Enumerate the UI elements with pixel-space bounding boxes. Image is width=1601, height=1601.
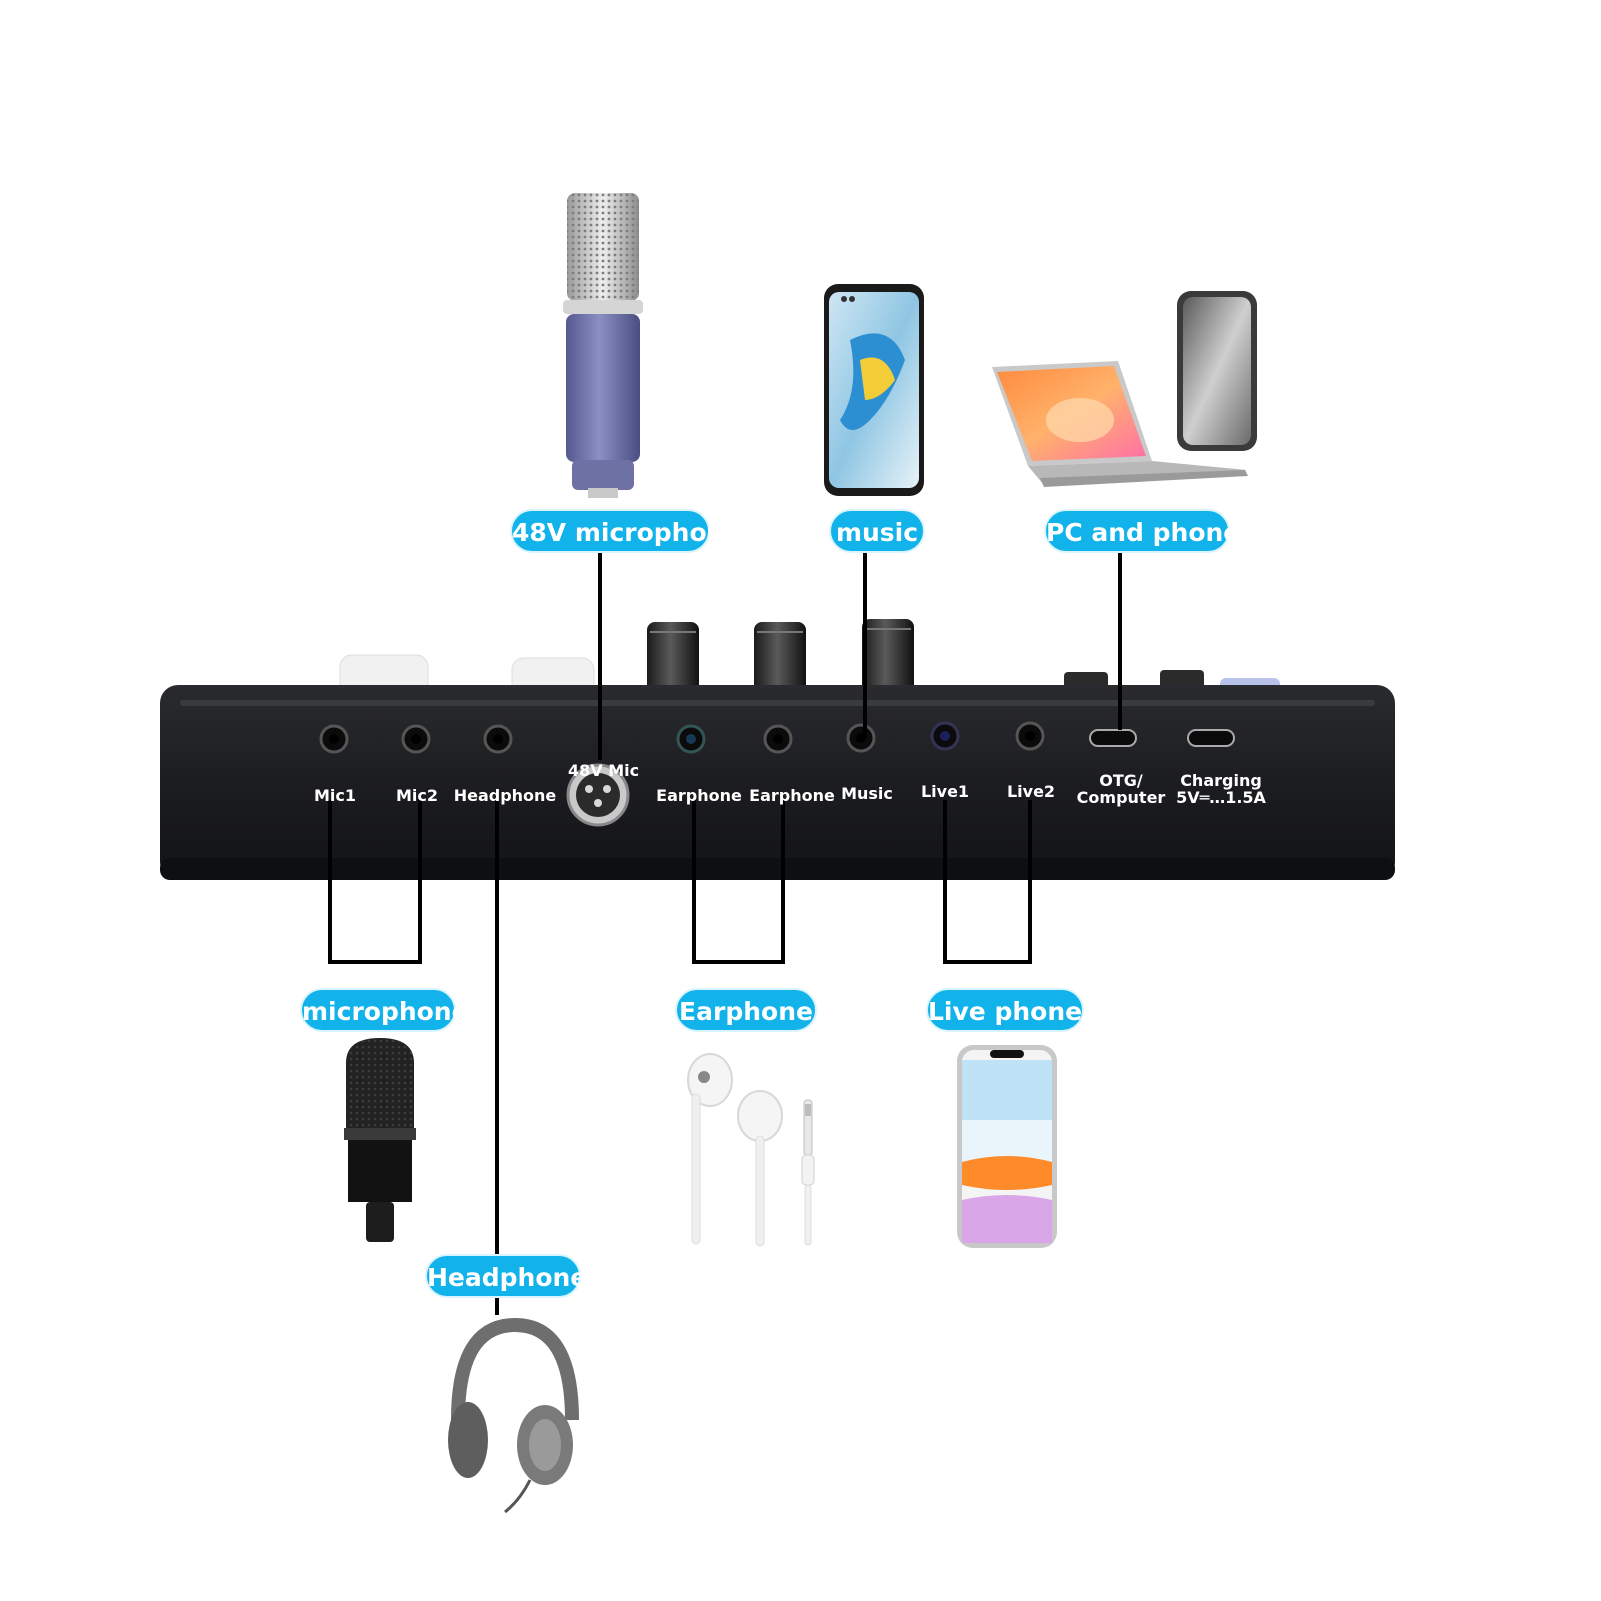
usb-c-otg-port xyxy=(1089,729,1137,747)
condenser-microphone-illustration xyxy=(563,193,643,498)
connector-lines xyxy=(328,540,1122,1315)
jack-mic1 xyxy=(319,724,349,754)
callout-music: music xyxy=(829,509,925,553)
jack-live2 xyxy=(1015,721,1045,751)
port-label-mic2: Mic2 xyxy=(395,786,439,805)
port-label-otg: OTG/ Computer xyxy=(1076,772,1166,806)
jack-live1 xyxy=(930,721,960,751)
mixer-device xyxy=(160,685,1395,880)
headphones-illustration xyxy=(448,1317,579,1514)
port-label-live1: Live1 xyxy=(920,782,970,801)
port-label-48v-mic: 48V Mic xyxy=(568,761,640,780)
earbuds-illustration xyxy=(687,1053,815,1247)
callout-pc-and-phone: PC and phone xyxy=(1044,509,1240,553)
music-phone-illustration xyxy=(824,284,924,496)
jack-headphone xyxy=(483,724,513,754)
jack-music xyxy=(846,723,876,753)
port-label-charging-line1: Charging xyxy=(1180,771,1262,790)
callout-48v-microphone: 48V microphone xyxy=(510,509,741,553)
port-label-earphone-2: Earphone xyxy=(749,786,835,805)
jack-earphone-2 xyxy=(763,724,793,754)
port-label-otg-line2: Computer xyxy=(1076,788,1166,807)
device-ports xyxy=(319,721,1235,827)
callout-headphone: Headphone xyxy=(425,1254,587,1298)
port-label-music: Music xyxy=(841,784,893,803)
usb-c-charging-port xyxy=(1187,729,1235,747)
knob xyxy=(754,622,806,694)
dynamic-microphone-illustration xyxy=(344,1038,416,1242)
callout-live-phone: Live phone xyxy=(926,988,1084,1032)
port-label-charging-line2: 5V═…1.5A xyxy=(1176,788,1266,807)
knob xyxy=(862,619,914,695)
port-label-earphone-1: Earphone xyxy=(656,786,742,805)
jack-mic2 xyxy=(401,724,431,754)
live-phone-illustration xyxy=(957,1045,1057,1248)
port-label-headphone: Headphone xyxy=(453,786,557,805)
laptop-and-phone-illustration xyxy=(992,291,1257,487)
port-label-live2: Live2 xyxy=(1006,782,1056,801)
callout-microphone: microphone xyxy=(300,988,469,1032)
port-label-charging: Charging 5V═…1.5A xyxy=(1176,772,1266,806)
knob xyxy=(647,622,699,694)
xlr-48v-mic xyxy=(566,763,630,827)
jack-earphone-1 xyxy=(676,724,706,754)
port-label-otg-line1: OTG/ xyxy=(1099,771,1143,790)
callout-earphone: Earphone xyxy=(675,988,817,1032)
port-label-mic1: Mic1 xyxy=(313,786,357,805)
